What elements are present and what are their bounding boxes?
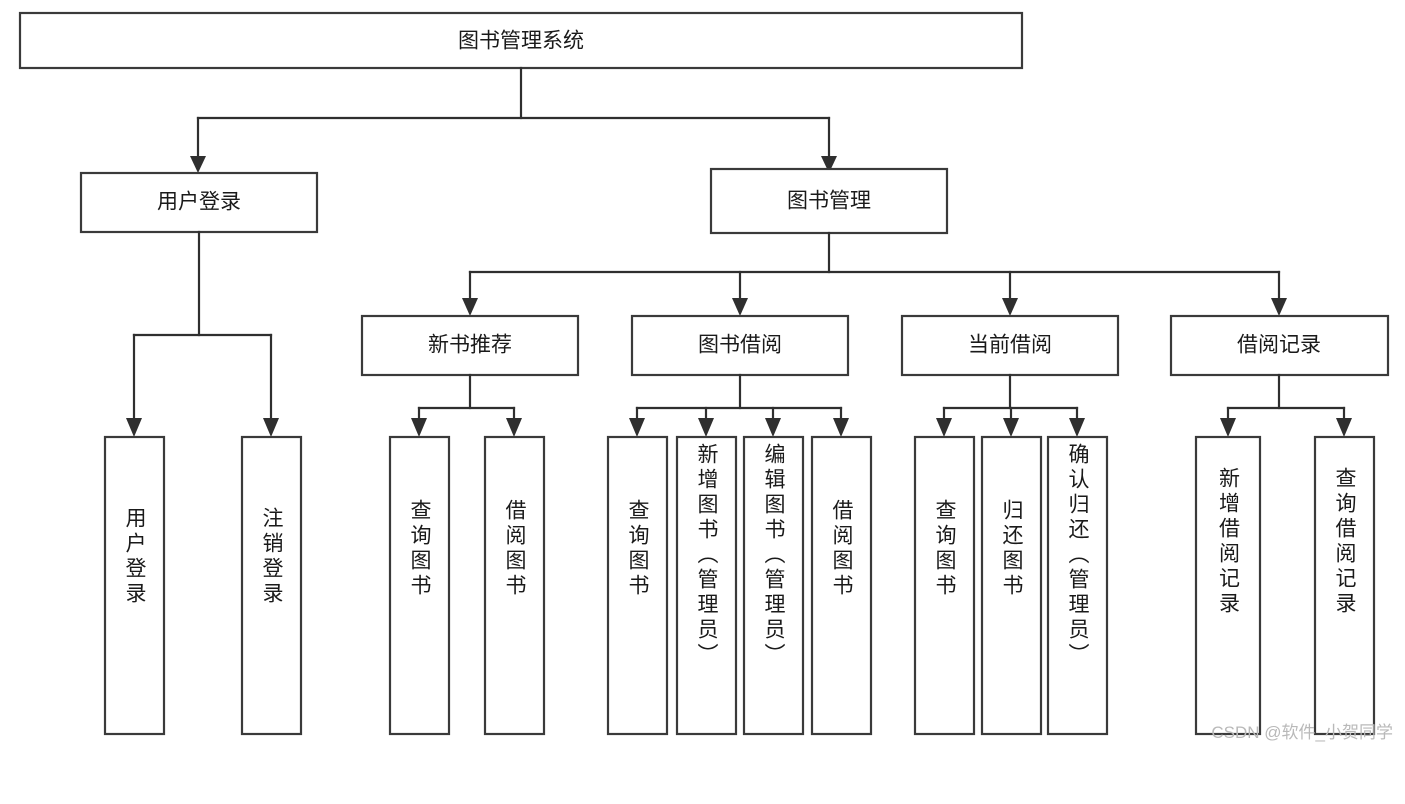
leaf-box-borrow-add[interactable]: [675, 435, 738, 736]
arrow-icon: [1336, 418, 1352, 437]
connector-current-borrow-to-leaves: [936, 373, 1085, 437]
borrow-record-box[interactable]: [1169, 314, 1390, 377]
borrow-record-label: 借阅记录: [1237, 334, 1321, 357]
arrow-icon: [1003, 418, 1019, 437]
arrow-icon: [765, 418, 781, 437]
leaf-box-borrow-query[interactable]: [606, 435, 669, 736]
leaf-box-borrow-edit[interactable]: [742, 435, 805, 736]
user-login-box[interactable]: [79, 171, 319, 234]
arrow-icon: [411, 418, 427, 437]
arrow-icon: [1220, 418, 1236, 437]
book-borrow-box[interactable]: [630, 314, 850, 377]
arrow-icon: [936, 418, 952, 437]
arrow-icon: [263, 418, 279, 437]
node-current-borrow[interactable]: 当前借阅: [900, 314, 1120, 377]
node-book-management[interactable]: 图书管理: [709, 167, 949, 235]
connector-borrow-record-to-leaves: [1220, 373, 1352, 437]
arrow-icon: [1002, 298, 1018, 316]
leaf-box-logout[interactable]: [240, 435, 303, 736]
leaf-box-borrow-lend[interactable]: [810, 435, 873, 736]
arrow-icon: [698, 418, 714, 437]
diagram-canvas: 图书管理系统 用户登录 图书管理: [18, 11, 1393, 742]
arrow-icon: [629, 418, 645, 437]
current-borrow-label: 当前借阅: [968, 334, 1052, 357]
leaf-box-record-query[interactable]: [1313, 435, 1376, 736]
leaf-box-record-add[interactable]: [1194, 435, 1262, 736]
arrow-icon: [506, 418, 522, 437]
node-new-book-recommend[interactable]: 新书推荐: [360, 314, 580, 377]
arrow-icon: [462, 298, 478, 316]
arrow-icon: [1069, 418, 1085, 437]
arrow-icon: [1271, 298, 1287, 316]
leaf-box-current-return[interactable]: [980, 435, 1043, 736]
user-login-label: 用户登录: [157, 191, 241, 214]
book-management-label: 图书管理: [787, 190, 871, 213]
node-borrow-record[interactable]: 借阅记录: [1169, 314, 1390, 377]
connector-new-book-to-leaves: [411, 373, 522, 437]
tree-diagram: 图书管理系统 用户登录 图书管理: [18, 11, 1390, 736]
node-root[interactable]: 图书管理系统: [18, 11, 1024, 70]
leaf-box-user-login[interactable]: [103, 435, 166, 736]
connector-root-to-level2: [190, 66, 837, 173]
arrow-icon: [732, 298, 748, 316]
arrow-icon: [821, 156, 837, 173]
node-book-borrow[interactable]: 图书借阅: [630, 314, 850, 377]
leaf-box-newbook-query[interactable]: [388, 435, 451, 736]
book-borrow-label: 图书借阅: [698, 334, 782, 357]
root-box[interactable]: [18, 11, 1024, 70]
node-user-login[interactable]: 用户登录: [79, 171, 319, 234]
current-borrow-box[interactable]: [900, 314, 1120, 377]
root-label: 图书管理系统: [458, 30, 584, 53]
connector-user-login-to-leaves: [126, 230, 279, 437]
connector-book-management-to-level3: [462, 231, 1287, 316]
arrow-icon: [833, 418, 849, 437]
leaf-box-current-query[interactable]: [913, 435, 976, 736]
new-book-recommend-label: 新书推荐: [428, 334, 512, 357]
arrow-icon: [190, 156, 206, 173]
arrow-icon: [126, 418, 142, 437]
leaf-box-current-confirm[interactable]: [1046, 435, 1109, 736]
connector-book-borrow-to-leaves: [629, 373, 849, 437]
leaf-box-newbook-borrow[interactable]: [483, 435, 546, 736]
